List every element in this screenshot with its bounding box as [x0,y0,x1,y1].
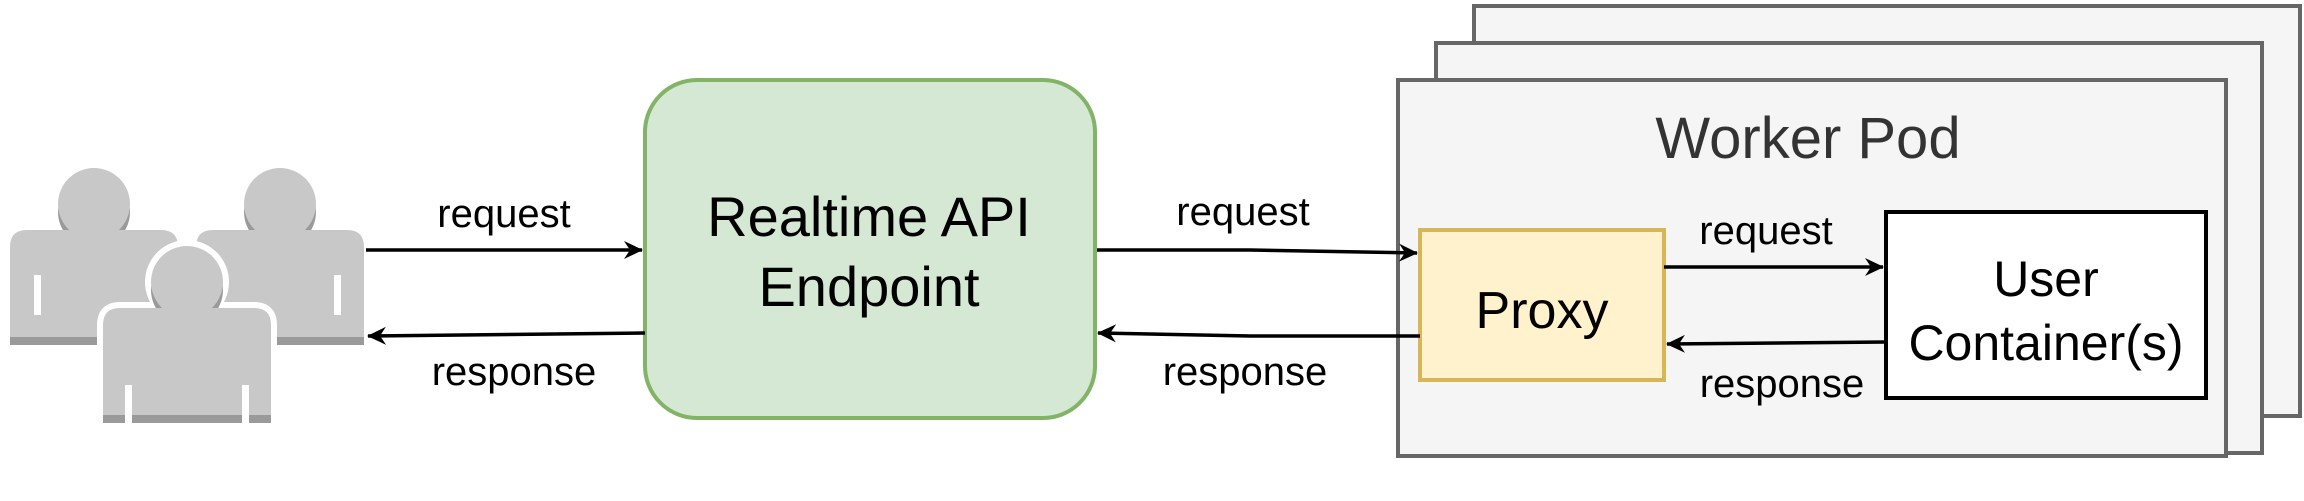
api-to-users-arrow [367,326,646,345]
api-endpoint-box [643,78,1097,420]
user-container-label-line2: Container(s) [1908,315,2183,371]
worker-pod-title: Worker Pod [1655,106,1960,171]
user-container-label-line1: User [1993,251,2099,307]
users-group-icon [10,168,364,425]
proxy-to-container-label: request [1699,209,1832,253]
api-to-proxy-arrow [1097,243,1418,262]
api-to-proxy-label: request [1176,190,1309,234]
api-endpoint-label-line2: Endpoint [758,255,980,318]
api-endpoint-label-line1: Realtime API [707,185,1031,248]
container-to-proxy-label: response [1700,362,1865,406]
proxy-label: Proxy [1476,282,1609,340]
container-to-proxy-arrow [1666,334,1887,353]
proxy-to-api-label: response [1163,350,1328,394]
api-to-users-label: response [432,350,597,394]
proxy-box [1418,228,1666,382]
proxy-to-api-arrow [1097,324,1420,343]
users-to-api-label: request [437,192,570,236]
user-container-box [1884,210,2208,400]
